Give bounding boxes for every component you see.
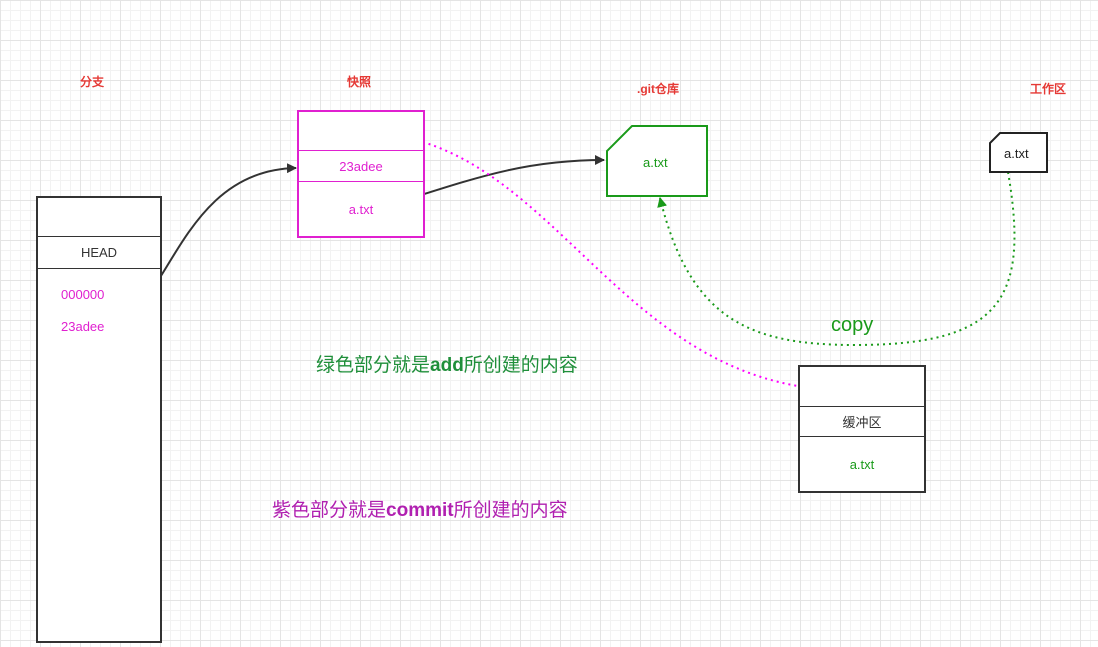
snapshot-heading: 快照 [347,75,372,89]
branch-hash-23adee: 23adee [61,319,105,334]
branch-hash-000000: 000000 [61,287,105,302]
commit-caption: 紫色部分就是commit所创建的内容 [272,495,568,522]
commit-caption-keyword: commit [386,500,454,521]
staging-to-snapshot-arrow [369,128,863,392]
snapshot-hash-cell: 23adee [299,150,423,182]
staging-title-cell: 缓冲区 [800,406,924,437]
commit-caption-suffix: 所创建的内容 [453,500,568,521]
staging-box: 缓冲区 a.txt [798,365,926,493]
branch-heading: 分支 [80,75,105,89]
add-caption-suffix: 所创建的内容 [463,355,578,376]
workspace-heading: 工作区 [1030,82,1067,96]
commit-caption-prefix: 紫色部分就是 [272,500,387,521]
copy-label: copy [831,314,874,336]
repo-object-file: a.txt [643,155,668,170]
snapshot-file-cell: a.txt [348,201,374,217]
add-caption-prefix: 绿色部分就是 [316,355,431,376]
snapshot-box: 23adee a.txt [297,110,425,238]
workspace-file-label: a.txt [1004,146,1029,161]
add-caption: 绿色部分就是add所创建的内容 [316,350,578,377]
repo-heading: .git仓库 [637,82,679,96]
head-cell: HEAD [38,236,160,269]
branch-box: HEAD 000000 23adee [36,196,162,643]
staging-file-cell: a.txt [849,456,875,472]
add-caption-keyword: add [430,355,464,376]
